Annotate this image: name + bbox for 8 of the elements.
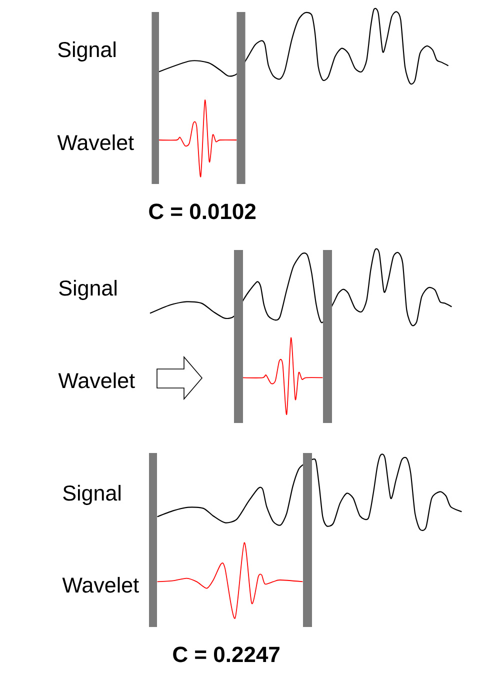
- wavelet-label: Wavelet: [62, 576, 139, 593]
- wavelet-label: Wavelet: [58, 372, 135, 388]
- correlation-value: C = 0.2247: [173, 646, 280, 662]
- signal-label: Signal: [58, 41, 116, 62]
- wavelet-label: Wavelet: [57, 134, 134, 150]
- signal-label: Signal: [59, 280, 117, 300]
- signal-label: Signal: [63, 484, 121, 505]
- correlation-value: C = 0.0102: [149, 204, 256, 220]
